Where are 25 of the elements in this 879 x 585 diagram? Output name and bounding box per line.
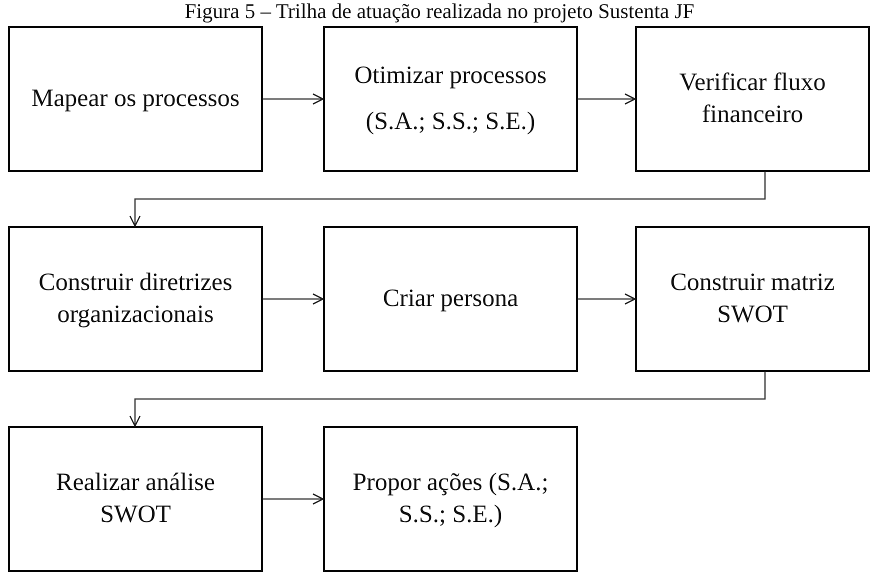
arrow — [578, 93, 636, 105]
step-label: Verificar fluxo financeiro — [678, 68, 827, 130]
step-label: Criar persona — [382, 284, 518, 314]
arrow — [129, 372, 766, 427]
step-label: Otimizar processos — [354, 61, 547, 91]
process-box — [8, 426, 263, 572]
process-box — [8, 26, 263, 172]
process-box — [323, 226, 578, 372]
step-label: Mapear os processos — [31, 84, 240, 114]
arrow — [263, 493, 324, 505]
arrow — [263, 93, 324, 105]
figure-title: Figura 5 – Trilha de atuação realizada no projeto Sustenta JF — [184, 0, 696, 22]
step-label: (S.A.; S.S.; S.E.) — [366, 107, 536, 137]
process-box — [323, 426, 578, 572]
step-label: Propor ações (S.A.; S.S.; S.E.) — [352, 468, 550, 530]
process-box — [323, 26, 578, 172]
process-box — [635, 226, 870, 372]
arrow — [578, 293, 636, 305]
arrow — [263, 293, 324, 305]
process-box — [8, 226, 263, 372]
step-label: Construir diretrizes organizacionais — [38, 268, 234, 330]
arrow — [129, 172, 766, 227]
step-label: Construir matriz SWOT — [669, 268, 836, 330]
process-box — [635, 26, 870, 172]
step-label: Realizar análise SWOT — [55, 468, 216, 530]
